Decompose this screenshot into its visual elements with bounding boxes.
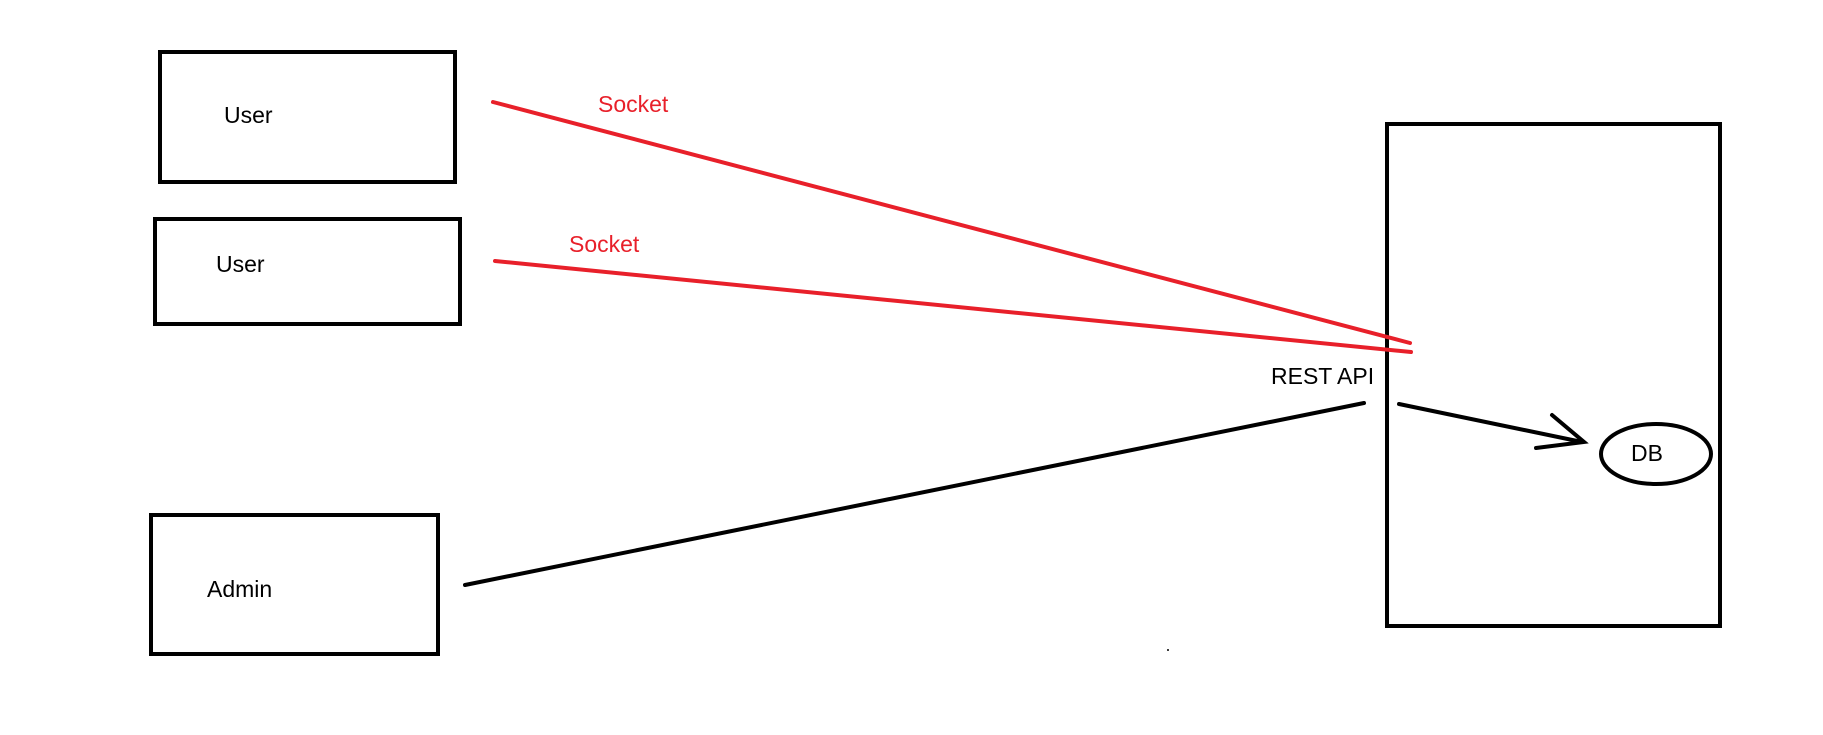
socket-edge-2: Socket	[493, 231, 1413, 354]
socket-edge-1-line	[491, 100, 1412, 345]
server-node	[1385, 122, 1722, 628]
user-node-1-label: User	[224, 102, 273, 128]
user-node-2-box	[153, 217, 462, 326]
socket-edge-2-line	[493, 259, 1413, 354]
server-db-arrow-line	[1397, 402, 1584, 444]
db-node-label: DB	[1631, 440, 1663, 466]
rest-api-edge: REST API	[463, 363, 1374, 587]
rest-api-edge-label: REST API	[1271, 363, 1374, 389]
arrow-head-icon	[1534, 413, 1589, 450]
user-node-2-label: User	[216, 251, 265, 277]
db-node: DB	[1599, 422, 1713, 486]
user-node-2: User	[153, 217, 462, 326]
db-node-ellipse	[1599, 422, 1713, 486]
server-db-edge	[1397, 402, 1589, 450]
rest-api-edge-line	[463, 401, 1366, 587]
admin-node-box	[149, 513, 440, 656]
admin-node-label: Admin	[207, 576, 272, 602]
user-node-1-box	[158, 50, 457, 184]
admin-node: Admin	[149, 513, 440, 656]
server-node-box	[1385, 122, 1722, 628]
socket-edge-1: Socket	[491, 91, 1412, 345]
stray-dot	[1167, 649, 1169, 651]
socket-edge-2-label: Socket	[569, 231, 640, 257]
user-node-1: User	[158, 50, 457, 184]
socket-edge-1-label: Socket	[598, 91, 669, 117]
